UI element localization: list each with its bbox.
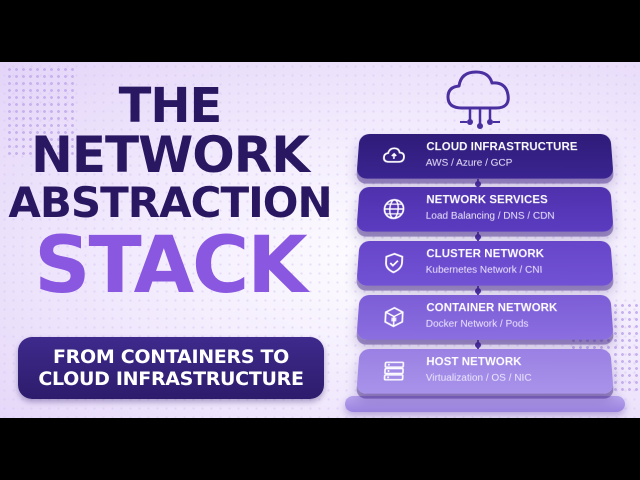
layer-subtitle: Load Balancing / DNS / CDN xyxy=(425,210,555,222)
layer-title: HOST NETWORK xyxy=(426,356,522,369)
layer-title: CLOUD INFRASTRUCTURE xyxy=(426,141,578,154)
server-icon xyxy=(381,359,406,382)
layer-subtitle: Docker Network / Pods xyxy=(425,318,529,330)
stack-layer-host-network: HOST NETWORK Virtualization / OS / NIC xyxy=(356,348,614,394)
stack-layer-container-network: CONTAINER NETWORK Docker Network / Pods xyxy=(356,294,614,340)
connector-dot xyxy=(475,342,481,348)
layer-title: CLUSTER NETWORK xyxy=(426,248,545,261)
headline-stack: STACK xyxy=(34,221,307,311)
stack-layer-cloud-infrastructure: CLOUD INFRASTRUCTURE AWS / Azure / GCP xyxy=(356,133,614,179)
headline-abstraction: ABSTRACTION xyxy=(8,178,332,227)
container-box-icon xyxy=(381,305,406,328)
connector-dot xyxy=(475,234,481,240)
globe-icon xyxy=(381,197,406,220)
cloud-network-icon xyxy=(446,70,510,129)
subtitle-line-2: CLOUD INFRASTRUCTURE xyxy=(38,368,304,390)
stack-layer-network-services: NETWORK SERVICES Load Balancing / DNS / … xyxy=(356,186,614,232)
stack-layer-cluster-network: CLUSTER NETWORK Kubernetes Network / CNI xyxy=(356,240,614,286)
connector-dot xyxy=(475,181,481,187)
layer-title: NETWORK SERVICES xyxy=(426,194,549,207)
layer-subtitle: AWS / Azure / GCP xyxy=(425,157,513,169)
connector-dot xyxy=(475,288,481,294)
layer-subtitle: Kubernetes Network / CNI xyxy=(425,264,543,276)
layer-subtitle: Virtualization / OS / NIC xyxy=(425,372,532,384)
decorative-dots-top-left xyxy=(6,66,76,156)
layer-title: CONTAINER NETWORK xyxy=(426,302,558,315)
subtitle-banner: FROM CONTAINERS TO CLOUD INFRASTRUCTURE xyxy=(18,337,324,399)
subtitle-line-1: FROM CONTAINERS TO xyxy=(52,346,290,368)
stack-base xyxy=(345,396,625,412)
shield-check-icon xyxy=(381,251,406,274)
headline-the: THE xyxy=(118,78,223,134)
headline-network: NETWORK xyxy=(30,126,310,184)
thumbnail-canvas: THE NETWORK ABSTRACTION STACK FROM CONTA… xyxy=(0,62,640,418)
cloud-icon xyxy=(381,144,406,167)
